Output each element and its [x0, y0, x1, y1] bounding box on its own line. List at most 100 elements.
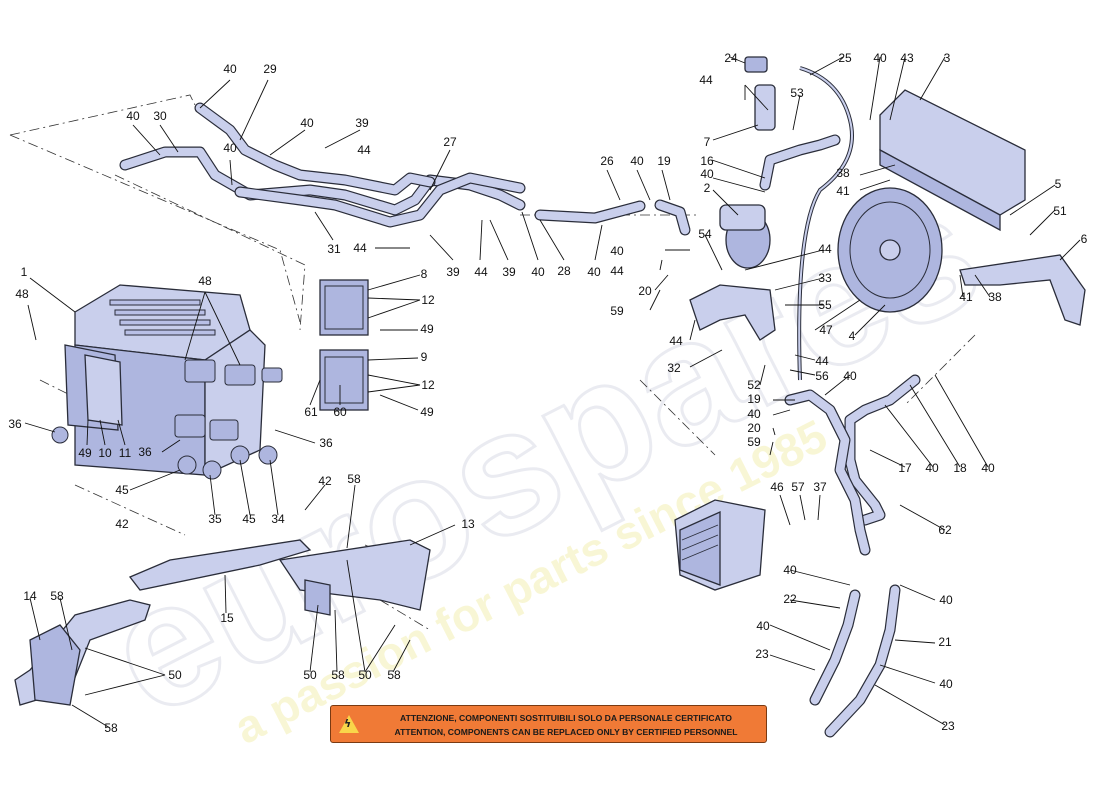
callout-49c: 49: [78, 446, 92, 460]
warning-line-italian: ATTENZIONE, COMPONENTI SOSTITUIBILI SOLO…: [400, 713, 732, 723]
callout-6: 6: [1081, 232, 1088, 246]
callout-40q: 40: [756, 619, 770, 633]
callout-40n: 40: [981, 461, 995, 475]
warning-line-english: ATTENTION, COMPONENTS CAN BE REPLACED ON…: [394, 727, 738, 737]
callout-58e: 58: [104, 721, 118, 735]
callout-44d: 44: [699, 73, 713, 87]
callout-9: 9: [421, 350, 428, 364]
callout-58b: 58: [50, 589, 64, 603]
callout-39: 39: [355, 116, 369, 130]
callout-57: 57: [791, 480, 805, 494]
callout-16: 16: [700, 154, 714, 168]
callout-1: 1: [21, 265, 28, 279]
callout-59b: 59: [747, 435, 761, 449]
high-voltage-warning-icon: [339, 715, 359, 733]
inverter-unit: [51, 284, 283, 480]
callout-35: 35: [208, 512, 222, 526]
callout-40h: 40: [700, 167, 714, 181]
callout-42: 42: [318, 474, 332, 488]
mounting-brackets: [14, 539, 431, 706]
gaskets: [319, 279, 369, 411]
leader-lines: [24, 56, 1081, 729]
callout-40r: 40: [939, 677, 953, 691]
callout-10: 10: [98, 446, 112, 460]
callout-5: 5: [1055, 177, 1062, 191]
callout-44e: 44: [610, 264, 624, 278]
callout-49: 49: [420, 322, 434, 336]
callout-39b: 39: [446, 265, 460, 279]
callout-46: 46: [770, 480, 784, 494]
callout-8: 8: [421, 267, 428, 281]
callout-40a: 40: [223, 62, 237, 76]
callout-40o: 40: [783, 563, 797, 577]
callout-4: 4: [849, 329, 856, 343]
callout-37: 37: [813, 480, 827, 494]
pump-and-reservoir: [719, 56, 776, 269]
callout-17: 17: [898, 461, 912, 475]
callout-32: 32: [667, 361, 681, 375]
callout-40m: 40: [925, 461, 939, 475]
callout-58d: 58: [387, 668, 401, 682]
callout-41b: 41: [959, 290, 973, 304]
callout-20: 20: [638, 284, 652, 298]
radiator-and-fan: [837, 89, 1086, 326]
callout-14: 14: [23, 589, 37, 603]
callout-40f: 40: [587, 265, 601, 279]
callout-30: 30: [153, 109, 167, 123]
callout-47: 47: [819, 323, 833, 337]
callout-27: 27: [443, 135, 457, 149]
callout-7: 7: [704, 135, 711, 149]
callout-36b: 36: [138, 445, 152, 459]
oil-cooler: [674, 499, 766, 591]
callout-20b: 20: [747, 421, 761, 435]
callout-45: 45: [115, 483, 129, 497]
callout-48b: 48: [198, 274, 212, 288]
callout-61: 61: [304, 405, 318, 419]
lightning-bolt-icon: ϟ: [344, 717, 352, 730]
callout-53: 53: [790, 86, 804, 100]
callout-50b: 50: [303, 668, 317, 682]
callout-33: 33: [818, 271, 832, 285]
callout-40d: 40: [223, 141, 237, 155]
callout-40j: 40: [873, 51, 887, 65]
callout-11: 11: [119, 446, 132, 460]
callout-40g: 40: [630, 154, 644, 168]
callout-36c: 36: [319, 436, 333, 450]
callout-40p: 40: [939, 593, 953, 607]
brackets-33-54: [689, 284, 776, 341]
callout-40b: 40: [126, 109, 140, 123]
callout-23b: 23: [941, 719, 955, 733]
callout-59: 59: [610, 304, 624, 318]
callout-21: 21: [938, 635, 952, 649]
callout-25: 25: [838, 51, 852, 65]
callout-52: 52: [747, 378, 761, 392]
callout-28: 28: [557, 264, 571, 278]
callout-41: 41: [836, 184, 850, 198]
callout-34: 34: [271, 512, 285, 526]
warning-banner: ϟ ATTENZIONE, COMPONENTI SOSTITUIBILI SO…: [330, 705, 767, 743]
callout-23: 23: [755, 647, 769, 661]
callout-labels: 1 2 3 4 5 6 7 8 9 10 11 12 12 13 14 15 1…: [8, 51, 1087, 735]
callout-44f: 44: [818, 242, 832, 256]
callout-50: 50: [168, 668, 182, 682]
callout-40i: 40: [610, 244, 624, 258]
callout-44c: 44: [474, 265, 488, 279]
callout-12: 12: [421, 293, 435, 307]
callout-38: 38: [836, 166, 850, 180]
callout-40k: 40: [843, 369, 857, 383]
callout-24: 24: [724, 51, 738, 65]
callout-42b: 42: [115, 517, 129, 531]
callout-29: 29: [263, 62, 277, 76]
callout-13: 13: [461, 517, 475, 531]
callout-58c: 58: [331, 668, 345, 682]
callout-39c: 39: [502, 265, 516, 279]
callout-19b: 19: [747, 392, 761, 406]
callout-62: 62: [938, 523, 952, 537]
callout-38b: 38: [988, 290, 1002, 304]
callout-44a: 44: [357, 143, 371, 157]
callout-31: 31: [327, 242, 341, 256]
callout-26: 26: [600, 154, 614, 168]
callout-40e: 40: [531, 265, 545, 279]
callout-44h: 44: [669, 334, 683, 348]
callout-19: 19: [657, 154, 671, 168]
